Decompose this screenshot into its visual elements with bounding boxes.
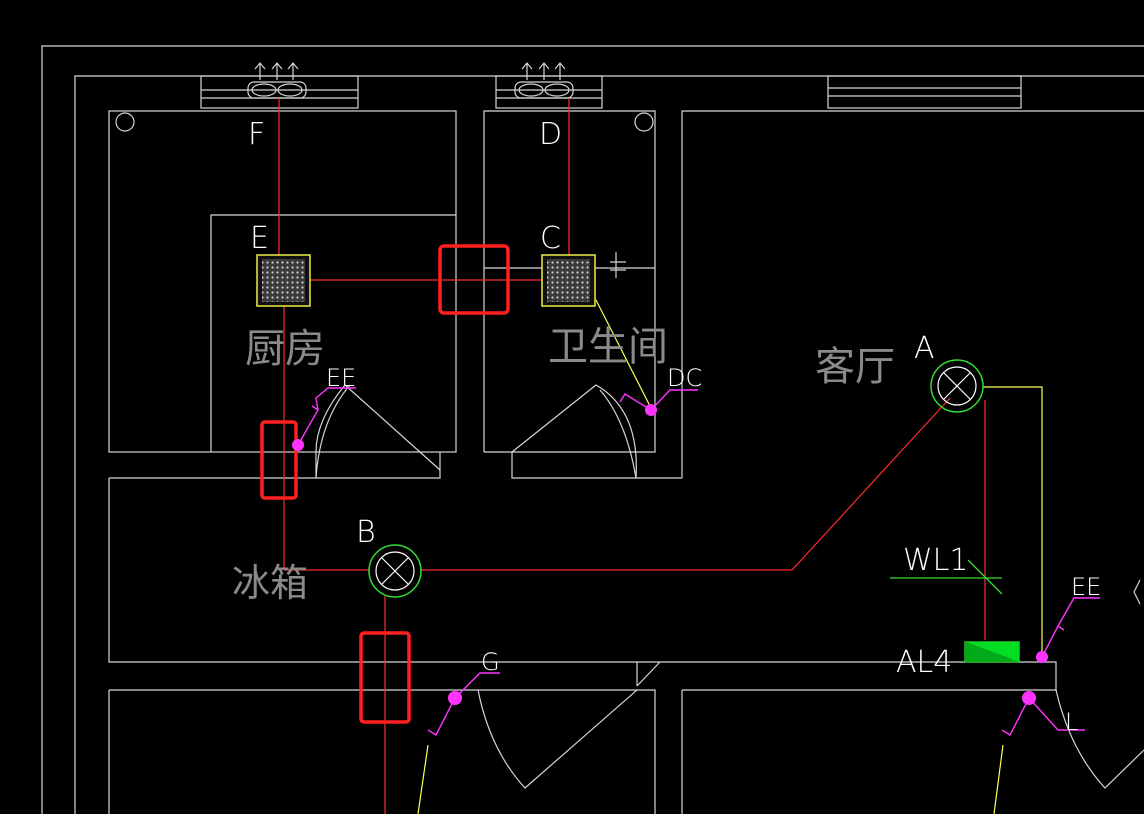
room-kitchen-label: 厨房	[245, 326, 325, 372]
switch-dc-icon[interactable]	[619, 389, 698, 416]
switch-ee-kitchen-icon[interactable]	[292, 387, 356, 451]
window-top-middle	[495, 75, 603, 109]
distribution-panel-al4-icon[interactable]	[964, 641, 1020, 663]
switch-g-label: G	[481, 648, 500, 676]
junction-box-c[interactable]	[541, 254, 596, 307]
window-top-right	[827, 75, 1022, 109]
room-bathroom-label: 卫生间	[548, 324, 668, 370]
switch-dc-label: DC	[667, 364, 702, 392]
highlight-box-top	[438, 244, 510, 315]
switch-l-icon[interactable]	[1001, 691, 1085, 736]
living-room-walls	[108, 110, 1144, 814]
fridge-label: 冰箱	[232, 561, 308, 605]
exhaust-fan-icon	[247, 62, 307, 99]
point-b-label: B	[356, 515, 376, 550]
junction-box-e[interactable]	[256, 254, 311, 307]
kitchen-walls	[108, 110, 457, 453]
lower-right-door	[1055, 579, 1144, 789]
point-f-label: F	[248, 117, 265, 152]
point-d-label: D	[539, 117, 562, 152]
switch-ee-right-label: EE	[1071, 573, 1101, 601]
lower-left-door	[477, 689, 638, 789]
bathroom-door	[511, 384, 637, 479]
switch-ee-kitchen-label: EE	[326, 364, 356, 392]
panel-al4-label: AL4	[896, 645, 952, 680]
kitchen-door	[315, 384, 441, 479]
highlight-box-kitchen	[260, 420, 298, 500]
circuit-wl1-label: WL1	[903, 543, 968, 578]
ceiling-light-a-icon[interactable]	[930, 359, 984, 413]
outer-frame	[41, 45, 1144, 814]
point-c-label: C	[540, 221, 561, 256]
ceiling-light-b-icon[interactable]	[368, 544, 422, 598]
point-e-label: E	[250, 221, 269, 256]
switch-l-label: L	[1065, 708, 1078, 736]
wiring-red	[278, 98, 986, 814]
circuit-wl1-marker	[890, 559, 1003, 595]
room-living-label: 客厅	[815, 344, 895, 390]
switch-ee-right-icon[interactable]	[1036, 597, 1100, 663]
switch-g-icon[interactable]	[427, 672, 500, 736]
point-a-label: A	[914, 331, 935, 366]
wiring-yellow	[417, 299, 1043, 814]
exhaust-fan-icon	[514, 62, 574, 99]
highlight-box-bottom	[359, 631, 411, 724]
